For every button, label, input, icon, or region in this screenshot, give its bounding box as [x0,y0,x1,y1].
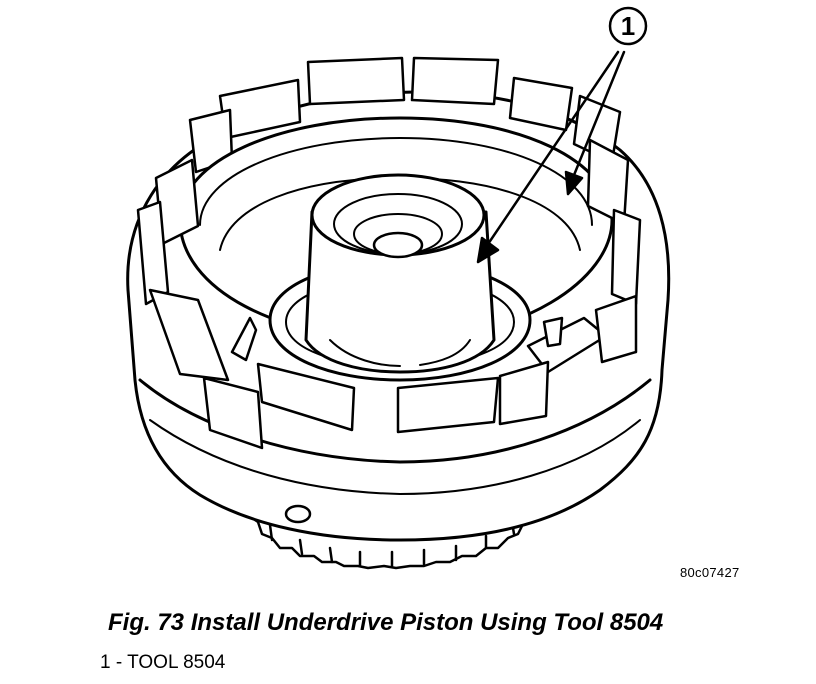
legend-separator: - [110,652,128,673]
arrowhead-drum [564,170,584,196]
left-clutch-fingers [136,158,230,382]
leader-line-to-piston [482,50,620,252]
arrowhead-piston [476,236,500,264]
right-clutch-fingers [526,138,642,374]
legend: 1 - TOOL 8504 [100,652,225,674]
figure-caption: Fig. 73 Install Underdrive Piston Using … [108,609,664,636]
callout-number: 1 [621,11,635,41]
part-code-label: 80c07427 [680,565,740,580]
front-clutch-fingers [202,316,564,450]
underdrive-piston-illustration: 1 [126,6,671,570]
legend-text: TOOL 8504 [127,652,226,673]
callout-balloon [608,6,648,46]
center-piston-tool [268,173,532,382]
leader-arrows [476,50,626,264]
drum-hole [284,504,312,524]
rear-clutch-fingers [188,56,622,174]
legend-number: 1 [100,652,111,673]
leader-line-to-drum [570,50,626,182]
